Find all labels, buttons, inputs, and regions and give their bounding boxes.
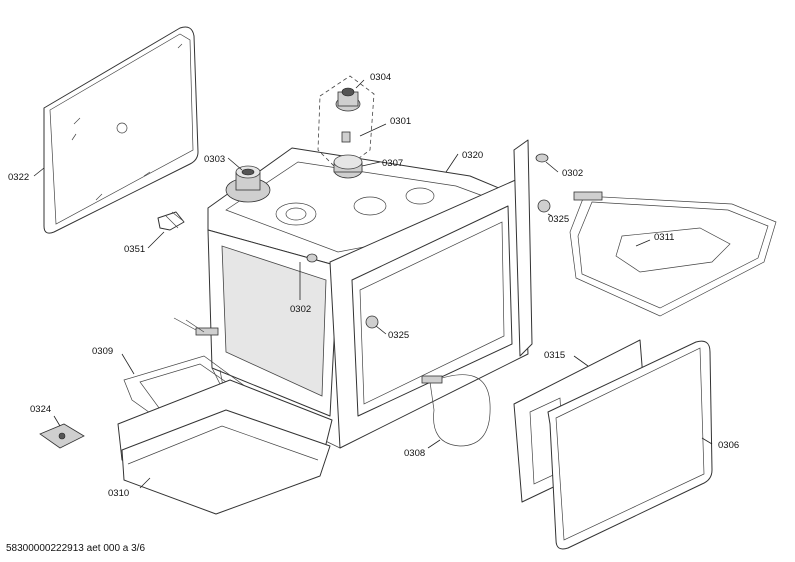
square-pad[interactable]	[39, 423, 85, 449]
leader-line	[355, 79, 365, 89]
label-0309: 0309	[92, 346, 113, 357]
door-seal-gasket[interactable]	[547, 340, 713, 550]
top-heating-element[interactable]	[569, 191, 777, 317]
lamp-inner[interactable]	[365, 315, 379, 329]
label-0311: 0311	[654, 232, 674, 243]
leader-line	[121, 353, 135, 375]
label-0302a: 0302	[562, 168, 583, 179]
plug-left[interactable]	[306, 253, 318, 263]
label-0302b: 0302	[290, 304, 311, 315]
leader-line	[359, 123, 387, 137]
leader-line	[147, 231, 165, 249]
insulation-mat[interactable]	[117, 379, 333, 515]
leader-line	[33, 167, 45, 177]
ring-heating-element[interactable]	[421, 374, 491, 447]
label-0306: 0306	[718, 440, 739, 451]
label-0320: 0320	[462, 150, 483, 161]
leader-line	[53, 415, 61, 427]
leader-line	[635, 239, 651, 247]
label-0310: 0310	[108, 488, 129, 499]
label-0315: 0315	[544, 350, 565, 361]
leader-line	[701, 437, 713, 445]
label-0301: 0301	[390, 116, 411, 127]
fan-motor-cover[interactable]	[225, 165, 271, 203]
leader-line	[375, 325, 387, 335]
bracket-clip[interactable]	[157, 211, 185, 231]
leader-line	[547, 213, 553, 217]
door-glass-panel[interactable]	[43, 26, 199, 234]
leader-line	[139, 477, 151, 489]
leader-line	[545, 161, 559, 173]
leader-line	[445, 153, 459, 173]
plug-right[interactable]	[535, 153, 549, 163]
label-0322: 0322	[8, 172, 29, 183]
label-0325b: 0325	[388, 330, 409, 341]
label-0351: 0351	[124, 244, 145, 255]
fan-motor-assembly[interactable]	[317, 75, 375, 173]
leader-line	[361, 161, 381, 167]
leader-line	[427, 439, 441, 449]
sealing-ring[interactable]	[333, 154, 363, 179]
label-0307: 0307	[382, 158, 403, 169]
leader-line	[227, 157, 243, 171]
label-0303: 0303	[204, 154, 225, 165]
leader-line	[573, 355, 589, 367]
label-0308: 0308	[404, 448, 425, 459]
label-0304: 0304	[370, 72, 391, 83]
diagram-reference-number: 58300000222913 aet 000 a 3/6	[6, 543, 146, 554]
lamp-right[interactable]	[537, 199, 551, 213]
label-0325a: 0325	[548, 214, 569, 225]
label-0324: 0324	[30, 404, 51, 415]
